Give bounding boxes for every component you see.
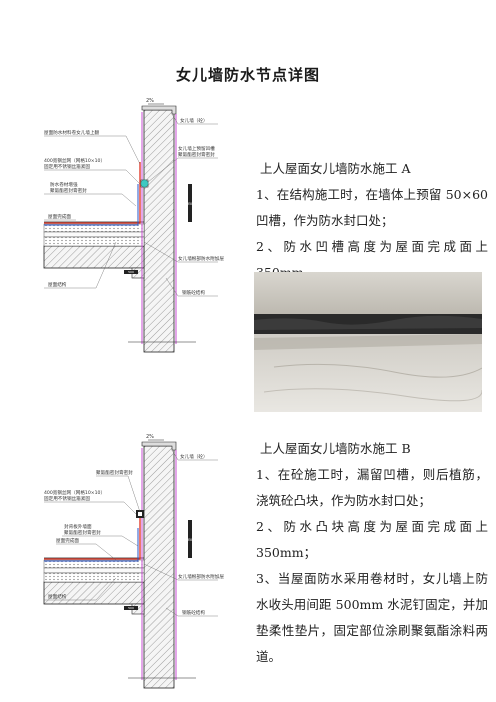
section-a: 上人屋面女儿墙防水施工 A 1、在结构施工时，在墙体上预留 50×60 凹槽，作… xyxy=(256,156,488,286)
site-photo xyxy=(254,272,482,412)
label-a-r3: 女儿墙根部防水附加层 xyxy=(178,255,224,262)
label-a-l1: 屋面防水材料卷女儿墙上翻 xyxy=(44,129,100,136)
label-b-r1: 女儿墙（砼） xyxy=(180,453,208,460)
detail-diagram-b: 350 500 2% 聚氨酯密封膏密封 400宽钢丝网（网格10×10） 固定用… xyxy=(43,434,224,689)
label-b-l5: 屋面结构 xyxy=(48,593,67,600)
detail-diagram-a: 350 500 2% 屋面防水材料卷女儿墙上翻 400宽钢丝网（网格10×10）… xyxy=(43,98,224,353)
section-a-heading: 上人屋面女儿墙防水施工 A xyxy=(260,161,411,176)
roof-slab xyxy=(43,245,145,269)
section-b-heading: 上人屋面女儿墙防水施工 B xyxy=(260,441,411,456)
label-b-l1: 聚氨酯密封膏密封 xyxy=(96,469,133,476)
dim-500: 500 xyxy=(128,270,134,274)
label-b-l4: 屋面完成面 xyxy=(56,537,79,544)
section-b: 上人屋面女儿墙防水施工 B 1、在砼施工时，漏留凹槽，则后植筋，浇筑砼凸块，作为… xyxy=(256,436,488,670)
dim-bar-500 xyxy=(124,270,138,274)
section-b-item-2: 2、防水凸块高度为屋面完成面上 350mm； xyxy=(256,519,488,560)
section-b-item-1: 1、在砼施工时，漏留凹槽，则后植筋，浇筑砼凸块，作为防水封口处； xyxy=(256,467,488,508)
label-b-l3b: 聚氨酯密封膏密封 xyxy=(64,529,101,536)
dim-350: 350 xyxy=(187,202,193,206)
parapet-wall xyxy=(143,109,175,353)
parapet-wall xyxy=(143,445,175,689)
section-a-item-1: 1、在结构施工时，在墙体上预留 50×60 凹槽，作为防水封口处； xyxy=(256,187,488,228)
label-b-r4: 钢筋砼结构 xyxy=(182,609,205,616)
label-a-r1: 女儿墙（砼） xyxy=(180,117,208,124)
dim-bar-350 xyxy=(188,520,192,558)
label-a-l4: 屋面完成面 xyxy=(48,213,71,220)
section-b-item-3: 3、当屋面防水采用卷材时，女儿墙上防水收头用间距 500mm 水泥钉固定，并加垫… xyxy=(256,571,488,664)
dim-350: 350 xyxy=(187,538,193,542)
label-a-l3b: 聚氨酯密封膏密封 xyxy=(50,187,87,194)
label-b-r3: 女儿墙根部防水附加层 xyxy=(178,573,224,580)
label-a-r2b: 聚氨酯密封膏密封 xyxy=(178,151,215,158)
dim-500: 500 xyxy=(128,606,134,610)
label-b-l2a: 400宽钢丝网（网格10×10） xyxy=(44,489,105,496)
label-a-r2a: 女儿墙上预留凹槽 xyxy=(178,145,215,152)
label-a-l2b: 固定用不锈钢丝箍紧固 xyxy=(44,163,90,170)
label-a-l3a: 防水卷材增强 xyxy=(50,181,78,188)
screed-layer xyxy=(43,567,145,574)
sealant-icon xyxy=(140,179,149,188)
dim-bar-500 xyxy=(124,606,138,610)
additional-layer xyxy=(44,528,139,562)
label-a-r4: 钢筋砼结构 xyxy=(182,289,205,296)
label-b-l2b: 固定用不锈钢丝箍紧固 xyxy=(44,495,90,502)
roof-slab xyxy=(43,581,145,605)
waterproof-membrane xyxy=(44,162,141,224)
waterproof-membrane xyxy=(44,516,141,560)
dim-bar-350 xyxy=(188,184,192,222)
label-a-l5: 屋面结构 xyxy=(48,281,67,288)
leveling-layer xyxy=(43,572,145,583)
protrusion-core xyxy=(138,512,142,516)
page-title: 女儿墙防水节点详图 xyxy=(175,66,320,84)
leveling-layer xyxy=(43,236,145,247)
slope-label: 2% xyxy=(146,98,154,104)
slope-label: 2% xyxy=(146,434,154,440)
additional-layer xyxy=(44,184,139,226)
label-b-l3a: 封背板外墙面 xyxy=(64,523,92,530)
screed-layer xyxy=(43,231,145,238)
label-a-l2a: 400宽钢丝网（网格10×10） xyxy=(44,157,105,164)
